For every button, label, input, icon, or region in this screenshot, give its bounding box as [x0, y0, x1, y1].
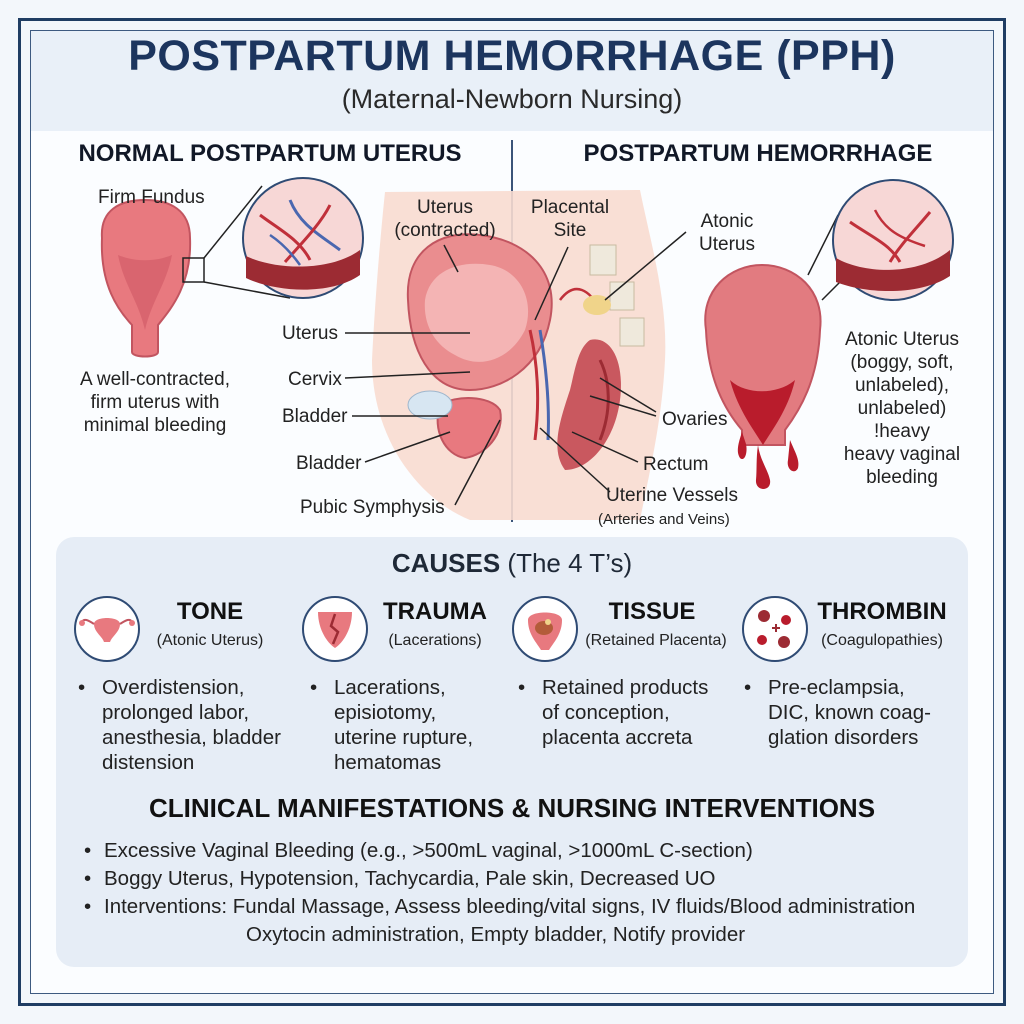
blood-cells-icon: [742, 596, 808, 662]
cause-tone-name: TONE: [176, 598, 244, 625]
anatomy-illustration: [100, 177, 954, 520]
firm-fundus-label: Firm Fundus: [98, 187, 205, 208]
uterus-contracted-label: Uterus (contracted): [394, 197, 496, 241]
bladder-label-1: Bladder: [282, 406, 348, 427]
outer-frame: [18, 18, 1006, 1006]
uterine-vessels-sub-label: (Arteries and Veins): [598, 511, 730, 528]
left-caption: A well-contracted, firm uterus with mini…: [80, 369, 230, 436]
pubic-symphysis-label: Pubic Symphysis: [300, 497, 445, 518]
cause-tissue-sub: (Retained Placenta): [585, 632, 727, 649]
uterus-icon: [74, 596, 140, 662]
left-zoom-circle: [203, 177, 364, 299]
clinical-item: •Excessive Vaginal Bleeding (e.g., >500m…: [84, 839, 753, 862]
rectum-label: Rectum: [643, 454, 709, 475]
cause-thrombin-sub: (Coagulopathies): [821, 632, 943, 649]
cervix-label: Cervix: [288, 369, 342, 390]
cause-trauma-sub: (Lacerations): [388, 632, 482, 649]
leader-lines: [344, 231, 687, 506]
ovaries-label: Ovaries: [662, 409, 728, 430]
firm-uterus-drawing: [100, 198, 205, 358]
causes-panel: [56, 537, 968, 967]
clinical-item: •Interventions: Fundal Massage, Assess b…: [84, 895, 916, 918]
causes-title: CAUSES (The 4 T’s): [391, 548, 633, 578]
header-band: [31, 31, 993, 131]
cause-trauma-name: TRAUMA: [383, 598, 487, 625]
right-zoom-circle: [832, 179, 954, 301]
pelvis-cross-section: [372, 190, 666, 520]
clinical-item-continuation: Oxytocin administration, Empty bladder, …: [246, 923, 746, 946]
cause-tone-sub: (Atonic Uterus): [156, 632, 264, 649]
right-panel-heading: POSTPARTUM HEMORRHAGE: [583, 140, 933, 167]
cause-thrombin-name: THROMBIN: [817, 598, 947, 625]
uterine-vessels-label: Uterine Vessels: [606, 485, 739, 506]
left-panel-heading: NORMAL POSTPARTUM UTERUS: [78, 140, 462, 167]
subtitle: (Maternal-Newborn Nursing): [341, 84, 683, 114]
atonic-uterus-top-label: Atonic Uterus: [699, 211, 755, 255]
clinical-title: CLINICAL MANIFESTATIONS & NURSING INTERV…: [148, 793, 876, 823]
cause-tissue-name: TISSUE: [608, 598, 696, 625]
placenta-icon: [512, 596, 578, 662]
bladder-label-2: Bladder: [296, 453, 362, 474]
laceration-icon: [302, 596, 368, 662]
clinical-item: •Boggy Uterus, Hypotension, Tachycardia,…: [84, 867, 716, 890]
placental-site-label: Placental Site: [530, 197, 610, 241]
main-title: POSTPARTUM HEMORRHAGE (PPH): [128, 32, 896, 80]
right-caption: Atonic Uterus (boggy, soft, unlabeled), …: [843, 329, 961, 488]
atonic-uterus-drawing: [704, 214, 843, 489]
uterus-label: Uterus: [282, 323, 338, 344]
